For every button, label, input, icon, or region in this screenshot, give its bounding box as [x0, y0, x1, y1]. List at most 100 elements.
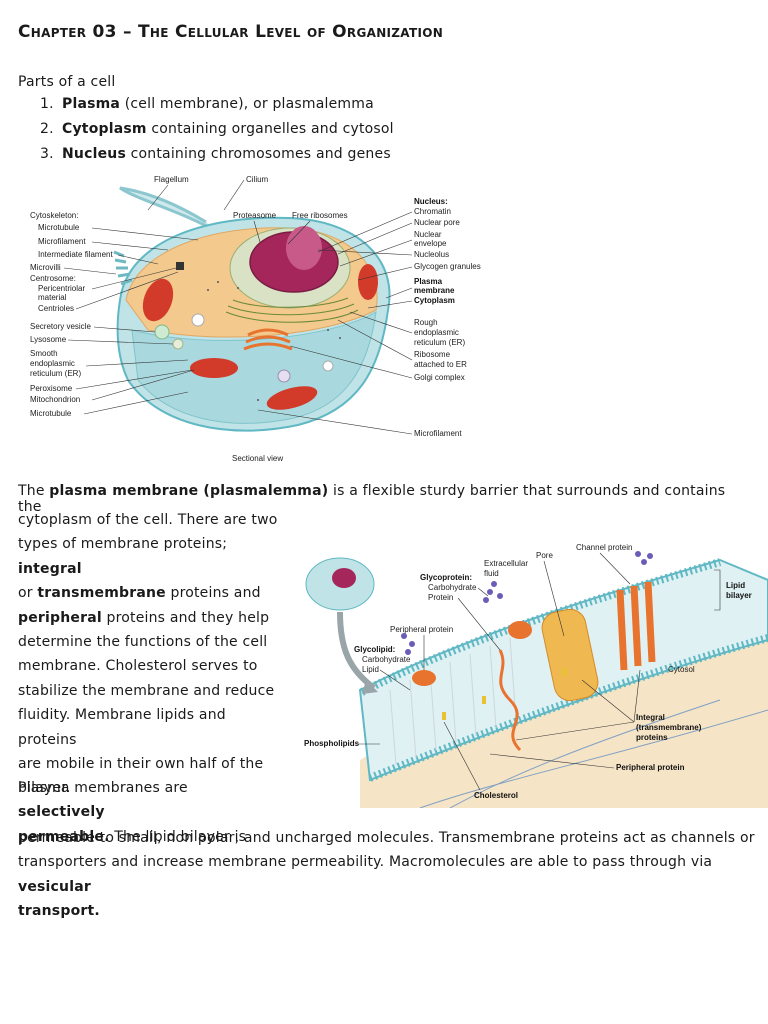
label-microvilli: Microvilli	[30, 263, 61, 272]
text: types of membrane proteins;	[18, 536, 228, 553]
label-protein-g: Protein	[428, 593, 453, 602]
label-transmembrane: (transmembrane)	[636, 723, 702, 732]
term-transport: transport.	[18, 903, 100, 920]
page-title: Chapter 03 – The Cellular Level of Organ…	[18, 22, 444, 42]
label-mitochondrion: Mitochondrion	[30, 395, 80, 404]
label-plasma: Plasma	[414, 277, 443, 286]
parts-list: 1. Plasma (cell membrane), or plasmalemma…	[40, 95, 394, 170]
list-text: containing organelles and cytosol	[146, 121, 394, 137]
list-text: containing chromosomes and genes	[125, 146, 391, 162]
label-lysosome: Lysosome	[30, 335, 67, 344]
label-reticulum: reticulum (ER)	[30, 369, 81, 378]
label-nucleus: Nucleus:	[414, 197, 448, 206]
text-line: cytoplasm of the cell. There are two	[18, 512, 278, 528]
text-line: Plasma membranes are selectively	[18, 776, 278, 825]
label-glycogen-granules: Glycogen granules	[414, 262, 481, 271]
label-flagellum: Flagellum	[154, 175, 189, 184]
text-line: permeable. The lipid bilayer is	[18, 825, 278, 849]
label-golgi-complex: Golgi complex	[414, 373, 465, 382]
label-microfilament-r: Microfilament	[414, 429, 462, 438]
label-extracellular: Extracellular	[484, 559, 528, 568]
label-centrioles: Centrioles	[38, 304, 74, 313]
label-endoplasmic: endoplasmic	[30, 359, 75, 368]
right-labels: Nucleus: Chromatin Nuclear pore Nuclear …	[257, 197, 481, 438]
label-ribosome: Ribosome	[414, 350, 451, 359]
term-integral: integral	[18, 560, 82, 577]
top-labels: Cilium Proteasome Free ribosomes	[223, 175, 348, 245]
text-line: transport.	[18, 899, 758, 923]
label-channel-protein: Channel protein	[576, 543, 632, 552]
list-term: Cytoplasm	[62, 121, 147, 137]
text-line: transporters and increase membrane perme…	[18, 850, 758, 899]
text: The lipid bilayer is	[109, 828, 247, 845]
label-cholesterol: Cholesterol	[474, 791, 518, 800]
label-cytoskeleton: Cytoskeleton:	[30, 211, 78, 220]
term-permeable: permeable.	[18, 828, 110, 845]
label-nucleolus: Nucleolus	[414, 250, 449, 259]
text: is a flexible sturdy barrier that surrou…	[18, 483, 726, 515]
membrane-illustration	[305, 551, 768, 808]
text: The	[18, 483, 50, 499]
paragraph-permeability-cont: permeable to small, non polar, and uncha…	[18, 826, 758, 924]
label-material: material	[38, 293, 67, 302]
label-phospholipids: Phospholipids	[304, 739, 360, 748]
list-term: Plasma	[62, 96, 121, 112]
label-proteasome: Proteasome	[233, 211, 277, 220]
label-bilayer: bilayer	[726, 591, 752, 600]
list-number: 1.	[40, 96, 54, 112]
list-text: (cell membrane), or plasmalemma	[120, 96, 374, 112]
label-intermediate-filament: Intermediate filament	[38, 250, 113, 259]
text: proteins and	[165, 585, 261, 602]
label-peripheral-protein: Peripheral protein	[390, 625, 453, 634]
label-peroxisome: Peroxisome	[30, 384, 73, 393]
label-microfilament: Microfilament	[38, 237, 86, 246]
label-nuclear: Nuclear	[414, 230, 442, 239]
label-peripheral-protein-2: Peripheral protein	[616, 763, 685, 772]
label-attached-to-er: attached to ER	[414, 360, 467, 369]
parts-heading: Parts of a cell	[18, 74, 116, 90]
label-membrane: membrane	[414, 286, 455, 295]
label-carbohydrate-l: Carbohydrate	[362, 655, 411, 664]
label-carbohydrate-g: Carbohydrate	[428, 583, 477, 592]
list-item: 3.Nucleus containing chromosomes and gen…	[40, 145, 394, 170]
text-line: membrane. Cholesterol serves to	[18, 658, 258, 675]
label-envelope: envelope	[414, 239, 447, 248]
figure-caption: Sectional view	[232, 454, 283, 463]
cell-illustration	[113, 186, 391, 432]
text: proteins and they help	[101, 609, 270, 626]
text-line: peripheral proteins and they help	[18, 606, 286, 630]
text-line: permeable to small, non polar, and uncha…	[18, 830, 755, 846]
label-smooth: Smooth	[30, 349, 58, 358]
text: transporters and increase membrane perme…	[18, 854, 713, 871]
text: Plasma membranes are	[18, 780, 188, 796]
label-secretory-vesicle: Secretory vesicle	[30, 322, 91, 331]
label-glycoprotein: Glycoprotein:	[420, 573, 472, 582]
text-line: fluidity. Membrane lipids and proteins	[18, 707, 226, 748]
label-centrosome: Centrosome:	[30, 274, 76, 283]
label-lipid: Lipid	[726, 581, 745, 590]
label-integral: Integral	[636, 713, 665, 722]
label-cilium: Cilium	[246, 175, 269, 184]
paragraph-permeability: Plasma membranes are selectively permeab…	[18, 776, 278, 849]
label-glycolipid: Glycolipid:	[354, 645, 395, 654]
label-lipid-l: Lipid	[362, 665, 379, 674]
label-microtubule-2: Microtubule	[30, 409, 72, 418]
list-item: 1. Plasma (cell membrane), or plasmalemma	[40, 95, 394, 120]
label-endoplasmic-r: endoplasmic	[414, 328, 459, 337]
text-line: types of membrane proteins; integral	[18, 532, 286, 581]
cell-diagram: Flagellum Cytoskeleton: Microtubule Micr…	[30, 175, 481, 463]
term-selectively: selectively	[18, 804, 105, 821]
paragraph-plasma-membrane-line1: The plasma membrane (plasmalemma) is a f…	[18, 483, 748, 515]
label-fluid: fluid	[484, 569, 499, 578]
label-free-ribosomes: Free ribosomes	[292, 211, 348, 220]
label-proteins: proteins	[636, 733, 668, 742]
label-rough: Rough	[414, 318, 438, 327]
label-pore: Pore	[536, 551, 553, 560]
term-plasma-membrane: plasma membrane (plasmalemma)	[49, 483, 329, 499]
label-nuclear-pore: Nuclear pore	[414, 218, 460, 227]
list-item: 2. Cytoplasm containing organelles and cy…	[40, 120, 394, 145]
paragraph-plasma-membrane: cytoplasm of the cell. There are two typ…	[18, 508, 286, 801]
label-cytosol: Cytosol	[668, 665, 695, 674]
text-line: determine the functions of the cell	[18, 634, 268, 651]
list-number: 2.	[40, 121, 54, 137]
